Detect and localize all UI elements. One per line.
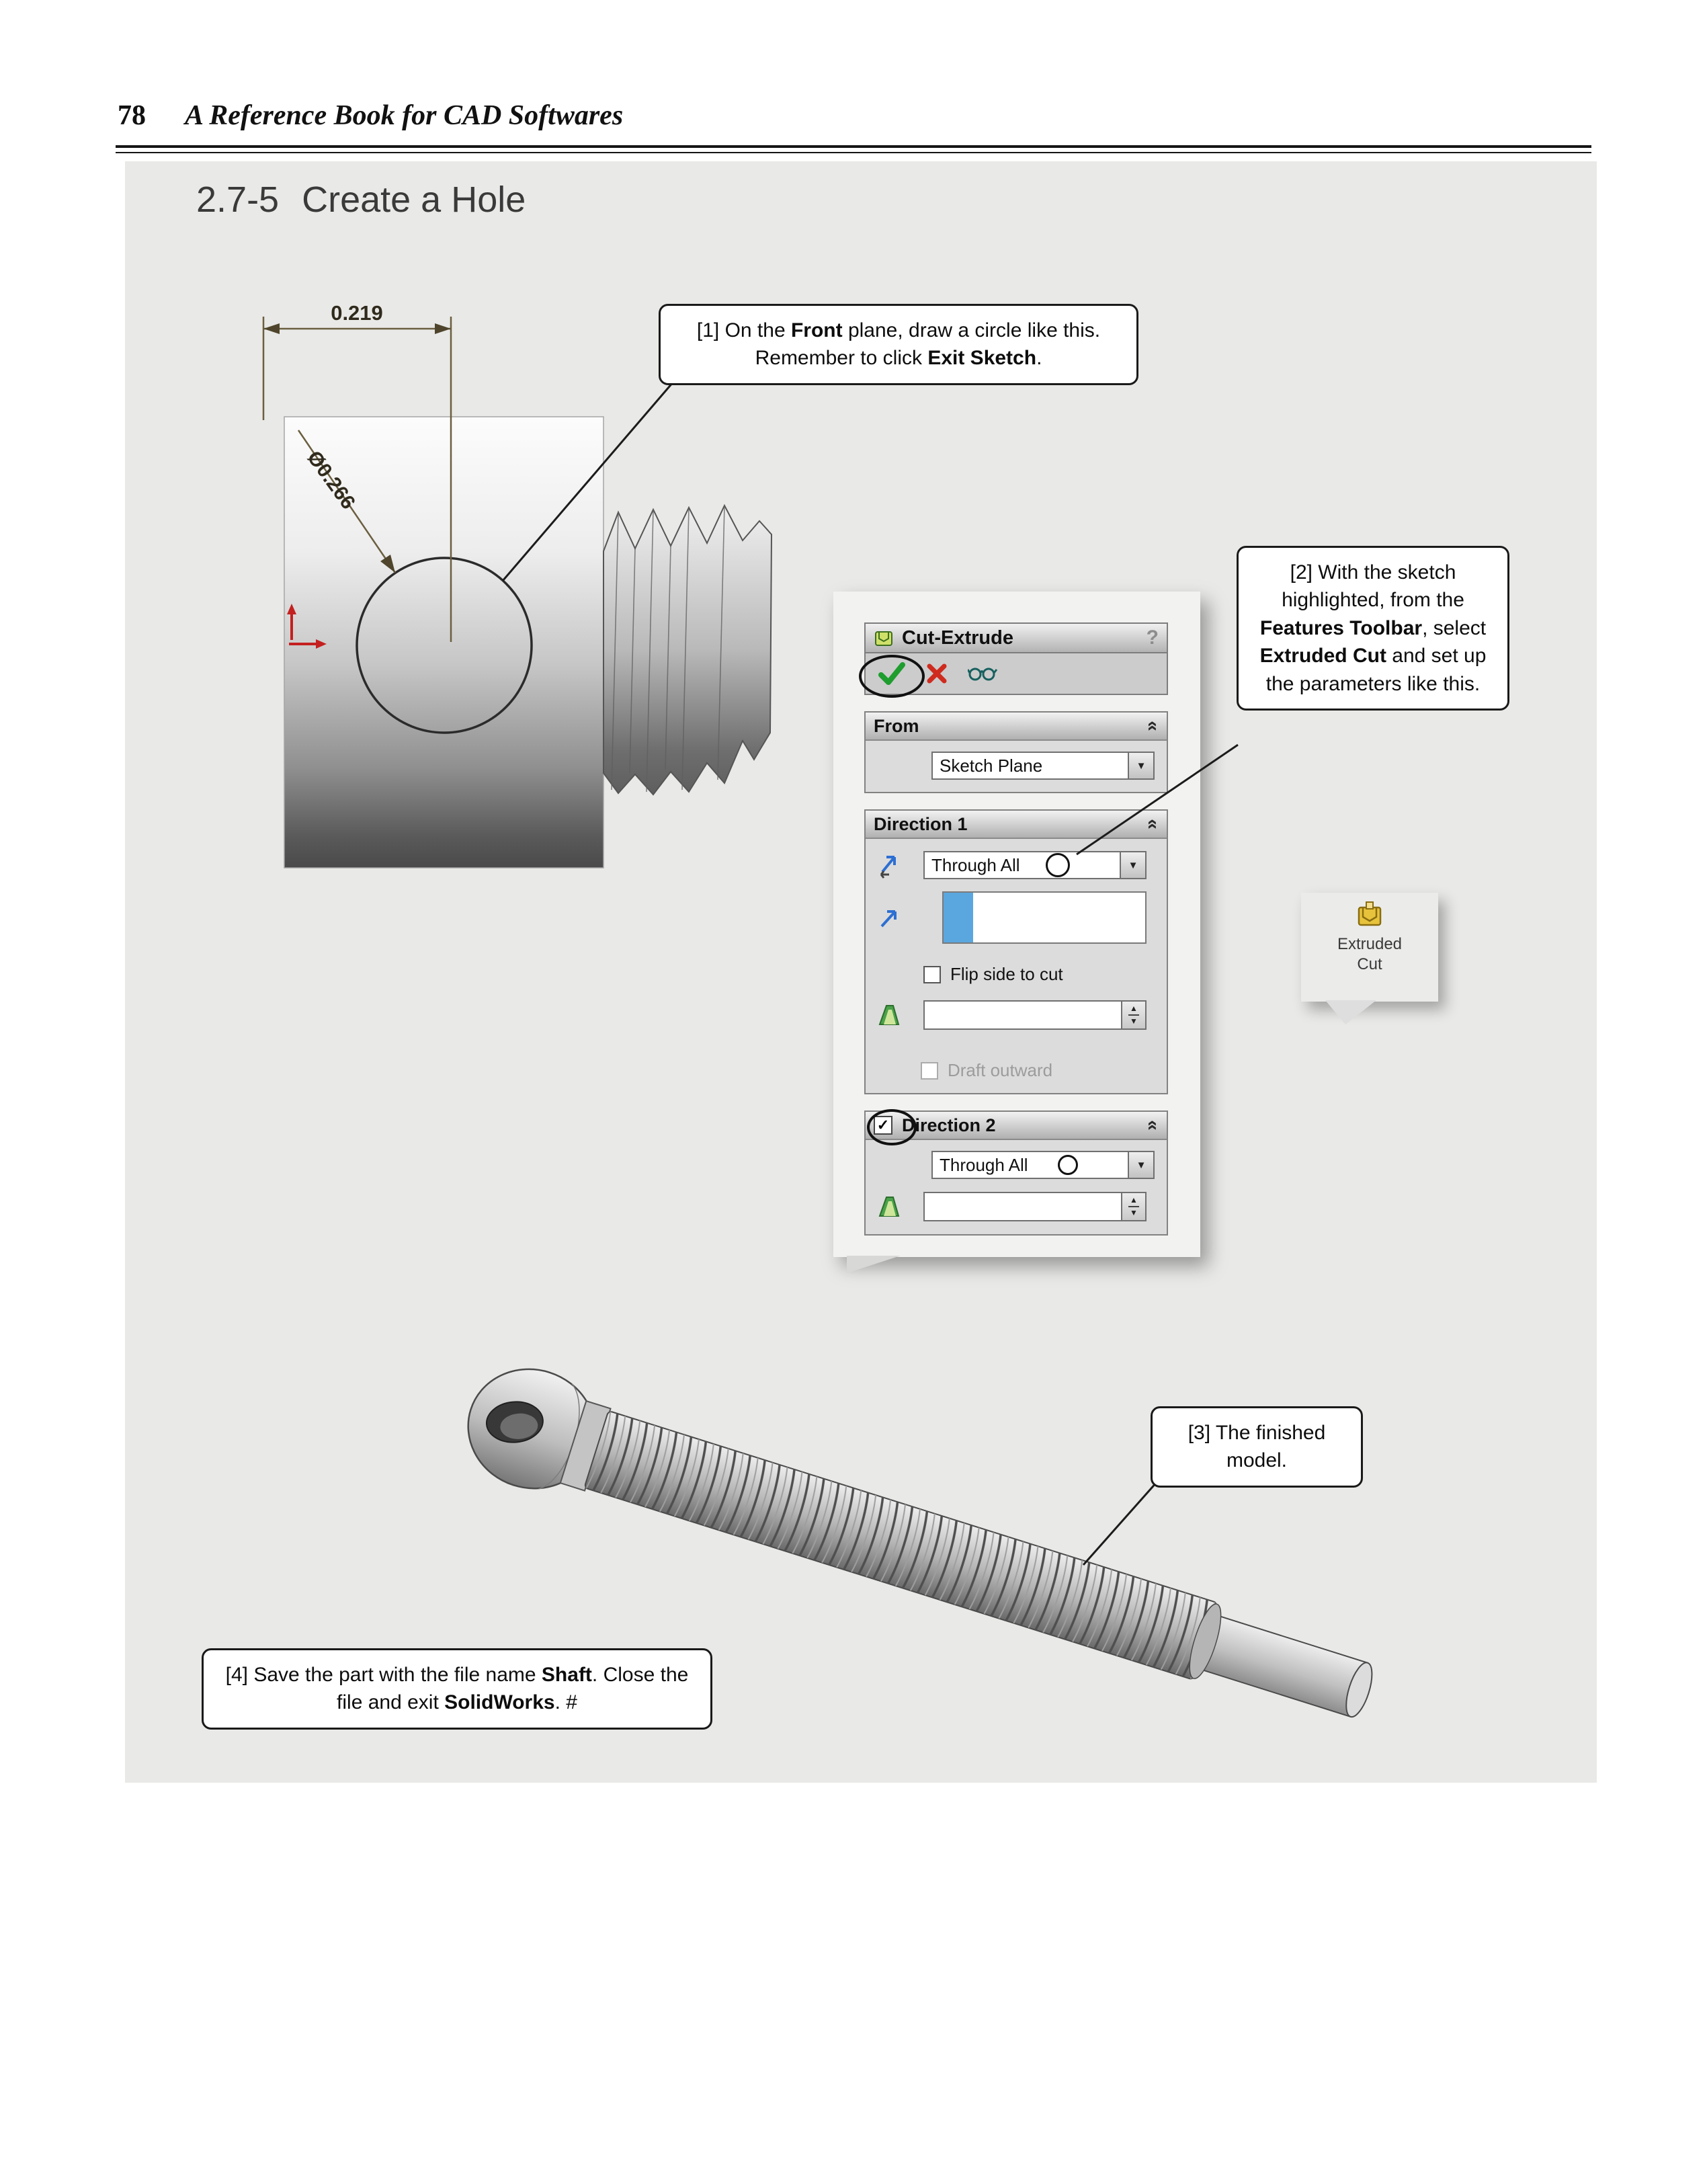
draft-icon (874, 1191, 905, 1222)
dim-arrow-left (263, 323, 280, 334)
header-rule-top (116, 145, 1591, 148)
end-condition-dropdown-1[interactable]: Through All ▼ (923, 851, 1147, 879)
callout-3: [3] The finished model. (1151, 1406, 1363, 1488)
detailed-preview-button[interactable] (968, 664, 997, 683)
spin-up-icon[interactable]: ▲ (1130, 1003, 1138, 1013)
annotation-ring-2 (1057, 1155, 1078, 1175)
annotation-ring-1 (1045, 853, 1070, 877)
diameter-leader (297, 430, 397, 573)
panel-titlebar: Cut-Extrude ? (864, 622, 1168, 653)
dropdown-arrow-icon[interactable]: ▼ (1128, 1152, 1153, 1178)
sketch-origin-axes (289, 613, 317, 645)
from-header-label: From (874, 715, 919, 736)
direction2-header-label: Direction 2 (902, 1115, 996, 1135)
draft-icon (874, 1000, 905, 1030)
end-condition-dropdown-2[interactable]: Through All ▼ (931, 1151, 1155, 1179)
direction1-section-header: Direction 1 « (866, 811, 1167, 839)
section-number: 2.7-5 (196, 179, 280, 220)
model-hole-inner (500, 1413, 538, 1439)
direction1-section: Direction 1 « Through All (864, 809, 1168, 1094)
callout-4-text: [4] Save the part with the file name (225, 1664, 542, 1686)
direction1-header-label: Direction 1 (874, 813, 968, 834)
callout-4: [4] Save the part with the file name Sha… (202, 1648, 712, 1730)
direction1-section-body: Through All ▼ (866, 839, 1167, 1093)
callout-2: [2] With the sketch highlighted, from th… (1237, 546, 1509, 711)
section-name: Create a Hole (302, 179, 526, 220)
model-tip (1196, 1613, 1369, 1718)
cut-extrude-panel: Cut-Extrude ? From (859, 622, 1168, 1236)
cut-extrude-icon (875, 631, 892, 646)
width-dimension-label: 0.219 (331, 301, 383, 325)
spin-down-icon[interactable]: ▼ (1130, 1208, 1138, 1217)
origin-arrow-right (316, 639, 327, 649)
model-tip-shoulder (1189, 1603, 1222, 1679)
collapse-chevron-icon[interactable]: « (1143, 721, 1165, 731)
property-manager-card: Cut-Extrude ? From (833, 592, 1200, 1273)
end-condition-value-1: Through All (931, 854, 1020, 875)
page-header: 78 A Reference Book for CAD Softwares (118, 99, 623, 132)
collapse-chevron-icon[interactable]: « (1143, 819, 1165, 830)
direction2-section-header: ✓ Direction 2 « (866, 1109, 1167, 1145)
direction2-annotation-circle (867, 1109, 917, 1145)
spinner-divider (1128, 1206, 1139, 1207)
extruded-cut-button[interactable] (1354, 901, 1386, 930)
callout-1: [1] On the Front plane, draw a circle li… (659, 304, 1138, 385)
ok-annotation-circle (859, 655, 925, 698)
from-plane-dropdown[interactable]: Sketch Plane ▼ (931, 752, 1155, 780)
direction-reference-icon (874, 902, 905, 933)
reverse-direction-icon[interactable] (874, 850, 905, 881)
spin-up-icon[interactable]: ▲ (1130, 1195, 1138, 1205)
depth-field-2[interactable]: ▲ ▼ (923, 1192, 1147, 1221)
features-toolbar-scrap: Extruded Cut (1301, 893, 1438, 1024)
spinner-buttons[interactable]: ▲ ▼ (1121, 1002, 1145, 1028)
dropdown-arrow-icon[interactable]: ▼ (1128, 753, 1153, 778)
page-number: 78 (118, 100, 146, 131)
callout-3-text: [3] The finished model. (1188, 1422, 1326, 1472)
cancel-button[interactable] (926, 663, 948, 684)
direction2-section-body: Through All ▼ (866, 1140, 1167, 1234)
flip-side-label: Flip side to cut (950, 964, 1063, 984)
dim-arrow-right (435, 323, 451, 334)
panel-title: Cut-Extrude (902, 626, 1013, 649)
draft-outward-row: Draft outward (921, 1060, 1167, 1081)
dropdown-arrow-icon[interactable]: ▼ (1120, 852, 1145, 878)
depth-selection-field[interactable] (942, 891, 1147, 944)
from-section-header: From « (866, 713, 1167, 741)
finished-model (467, 1368, 1373, 1718)
from-section: From « Sketch Plane ▼ (864, 711, 1168, 793)
panel-button-row (859, 653, 1168, 698)
from-section-body: Sketch Plane ▼ (866, 741, 1167, 792)
flip-side-checkbox[interactable] (923, 965, 941, 983)
spinner-buttons[interactable]: ▲ ▼ (1121, 1193, 1145, 1220)
sketch-circle[interactable] (356, 557, 533, 734)
spin-down-icon[interactable]: ▼ (1130, 1016, 1138, 1026)
header-rule-bottom (116, 152, 1591, 153)
model-tip-end (1345, 1662, 1373, 1718)
draft-angle-field[interactable]: ▲ ▼ (923, 1000, 1147, 1030)
draft-outward-label: Draft outward (948, 1060, 1053, 1080)
draft-outward-checkbox[interactable] (921, 1061, 938, 1080)
callout-1-text: [1] On the (696, 319, 791, 341)
origin-arrow-up (287, 604, 296, 614)
direction2-section: ✓ Direction 2 « Through All ▼ (864, 1109, 1168, 1236)
model-thread-lines (585, 1412, 1216, 1679)
extruded-cut-label: Extruded Cut (1337, 935, 1403, 973)
spinner-divider (1128, 1014, 1139, 1016)
selection-highlight (944, 893, 973, 942)
collapse-chevron-icon[interactable]: « (1143, 1120, 1165, 1131)
end-condition-value-2: Through All (940, 1154, 1028, 1175)
book-title: A Reference Book for CAD Softwares (185, 100, 624, 131)
flip-side-row: Flip side to cut (923, 964, 1167, 985)
help-icon[interactable]: ? (1146, 626, 1159, 649)
diameter-arrow (380, 555, 395, 573)
width-dimension (262, 317, 452, 642)
from-plane-value: Sketch Plane (940, 755, 1043, 776)
callout-2-text: [2] With the sketch highlighted, from th… (1282, 561, 1464, 612)
section-title: 2.7-5 Create a Hole (196, 179, 526, 220)
